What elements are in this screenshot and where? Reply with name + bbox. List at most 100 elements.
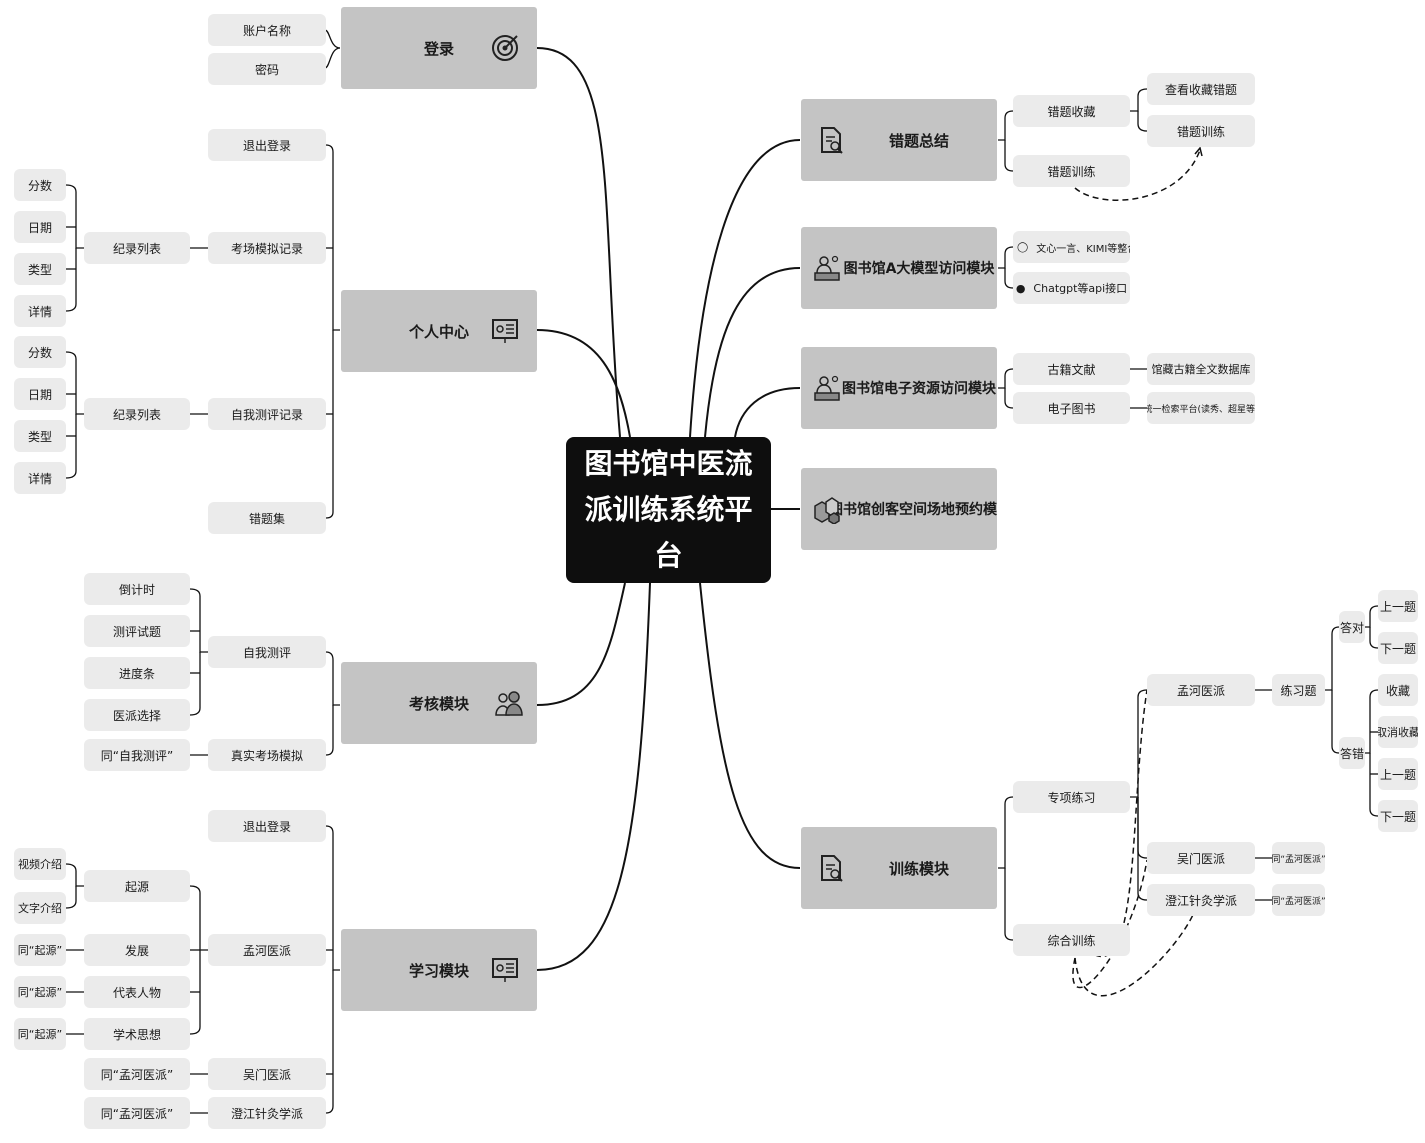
personal-exam-record[interactable]: 考场模拟记录 <box>208 232 326 264</box>
module-exam-label: 考核模块 <box>408 694 469 713</box>
train-practice-questions[interactable]: 练习题 <box>1272 674 1325 706</box>
record-field-type: 类型 <box>14 420 66 452</box>
record-field-detail: 详情 <box>14 295 66 327</box>
module-exam[interactable]: 考核模块 <box>341 662 537 744</box>
module-space-label: 图书馆创客空间场地预约模块 <box>829 502 997 518</box>
study-menghe[interactable]: 孟河医派 <box>208 934 326 966</box>
record-field-type: 类型 <box>14 253 66 285</box>
target-icon <box>489 32 521 64</box>
study-development[interactable]: 发展 <box>84 934 190 966</box>
record-field-score: 分数 <box>14 336 66 368</box>
link-root-study <box>536 582 651 971</box>
module-training-label: 训练模块 <box>888 859 949 878</box>
train-prev-question[interactable]: 上一题 <box>1378 758 1418 790</box>
boxes-icon <box>811 493 843 525</box>
ai-yiyan-kimi[interactable]: ◯ 文心一言、KIMI等整合接口 <box>1013 231 1130 263</box>
study-chengjiang[interactable]: 澄江针灸学派 <box>208 1097 326 1129</box>
study-same-menghe: 同“孟河医派” <box>84 1097 190 1129</box>
link-root-eres <box>734 387 801 438</box>
central-topic-title: 图书馆中医流派训练系统平台 <box>584 447 753 572</box>
study-logout[interactable]: 退出登录 <box>208 810 326 842</box>
module-study[interactable]: 学习模块 <box>341 929 537 1011</box>
link-root-exam <box>536 582 626 706</box>
login-account-name[interactable]: 账户名称 <box>208 14 326 46</box>
link-root-personal <box>536 329 631 438</box>
study-text-intro[interactable]: 文字介绍 <box>14 892 66 924</box>
module-ai-model[interactable]: 图书馆A大模型访问模块 <box>801 227 997 309</box>
train-answer-right: 答对 <box>1339 611 1365 643</box>
ai-chatgpt[interactable]: ● Chatgpt等api接口 <box>1013 272 1130 304</box>
personal-logout[interactable]: 退出登录 <box>208 129 326 161</box>
module-login-label: 登录 <box>423 39 454 58</box>
exam-same-as-self: 同“自我测评” <box>84 739 190 771</box>
link-root-wrong <box>689 139 801 438</box>
eres-ancient-database[interactable]: 馆藏古籍全文数据库 <box>1147 353 1255 385</box>
wrong-view-collected[interactable]: 查看收藏错题 <box>1147 73 1255 105</box>
dashed-link-comprehensive-wumen <box>1072 859 1148 989</box>
train-next-question[interactable]: 下一题 <box>1378 632 1418 664</box>
person-desk-icon <box>811 252 843 284</box>
train-same-menghe: 同“孟河医派” <box>1272 842 1325 874</box>
study-video-intro[interactable]: 视频介绍 <box>14 848 66 880</box>
personal-wrong-set[interactable]: 错题集 <box>208 502 326 534</box>
wrong-training[interactable]: 错题训练 <box>1013 155 1130 187</box>
document-search-icon <box>815 852 847 884</box>
train-special-practice[interactable]: 专项练习 <box>1013 781 1130 813</box>
login-password[interactable]: 密码 <box>208 53 326 85</box>
study-representatives[interactable]: 代表人物 <box>84 976 190 1008</box>
module-training[interactable]: 训练模块 <box>801 827 997 909</box>
module-study-label: 学习模块 <box>408 961 469 980</box>
exam-self-eval[interactable]: 自我测评 <box>208 636 326 668</box>
train-chengjiang[interactable]: 澄江针灸学派 <box>1147 884 1255 916</box>
train-wumen[interactable]: 吴门医派 <box>1147 842 1255 874</box>
eres-unified-search[interactable]: 统一检索平台(读秀、超星等) <box>1147 392 1255 424</box>
study-same-origin: 同“起源” <box>14 1018 66 1050</box>
module-wrong-summary[interactable]: 错题总结 <box>801 99 997 181</box>
train-prev-question[interactable]: 上一题 <box>1378 590 1418 622</box>
eres-ancient-docs[interactable]: 古籍文献 <box>1013 353 1130 385</box>
wrong-collect[interactable]: 错题收藏 <box>1013 95 1130 127</box>
train-collect[interactable]: 收藏 <box>1378 674 1418 706</box>
wrong-train-2[interactable]: 错题训练 <box>1147 115 1255 147</box>
record-field-date: 日期 <box>14 211 66 243</box>
exam-test-questions: 测评试题 <box>84 615 190 647</box>
link-root-train <box>699 582 801 869</box>
exam-real-simulation[interactable]: 真实考场模拟 <box>208 739 326 771</box>
study-same-menghe: 同“孟河医派” <box>84 1058 190 1090</box>
central-topic: 图书馆中医流派训练系统平台 <box>566 437 771 583</box>
module-eres-label: 图书馆电子资源访问模块 <box>842 381 996 397</box>
link-root-login <box>536 47 621 438</box>
module-login[interactable]: 登录 <box>341 7 537 89</box>
module-wrong-label: 错题总结 <box>888 131 949 150</box>
train-comprehensive[interactable]: 综合训练 <box>1013 924 1130 956</box>
dashed-link-comprehensive-chengjiang <box>1074 909 1196 997</box>
personal-record-list-2[interactable]: 纪录列表 <box>84 398 190 430</box>
personal-self-record[interactable]: 自我测评记录 <box>208 398 326 430</box>
document-search-icon <box>815 124 847 156</box>
personal-record-list-1[interactable]: 纪录列表 <box>84 232 190 264</box>
train-menghe[interactable]: 孟河医派 <box>1147 674 1255 706</box>
study-origin[interactable]: 起源 <box>84 870 190 902</box>
dashed-link-comprehensive-menghe <box>1094 689 1148 958</box>
link-root-ai <box>704 267 801 438</box>
train-answer-wrong: 答错 <box>1339 737 1365 769</box>
eres-ebook[interactable]: 电子图书 <box>1013 392 1130 424</box>
exam-countdown: 倒计时 <box>84 573 190 605</box>
train-uncollect[interactable]: 取消收藏 <box>1378 716 1418 748</box>
module-personal-label: 个人中心 <box>408 322 469 341</box>
presentation-board-icon <box>489 315 521 347</box>
module-maker-space[interactable]: 图书馆创客空间场地预约模块 <box>801 468 997 550</box>
study-academic-thought[interactable]: 学术思想 <box>84 1018 190 1050</box>
ai-yiyan-label: 文心一言、KIMI等整合接口 <box>1036 243 1130 255</box>
module-e-resources[interactable]: 图书馆电子资源访问模块 <box>801 347 997 429</box>
dashed-link-wrong-training <box>1074 149 1201 201</box>
module-ai-label: 图书馆A大模型访问模块 <box>843 261 995 277</box>
ai-chatgpt-label: Chatgpt等api接口 <box>1033 282 1128 295</box>
train-next-question[interactable]: 下一题 <box>1378 800 1418 832</box>
study-wumen[interactable]: 吴门医派 <box>208 1058 326 1090</box>
people-group-icon <box>493 687 525 719</box>
presentation-board-icon <box>489 954 521 986</box>
module-personal-center[interactable]: 个人中心 <box>341 290 537 372</box>
study-same-origin: 同“起源” <box>14 934 66 966</box>
